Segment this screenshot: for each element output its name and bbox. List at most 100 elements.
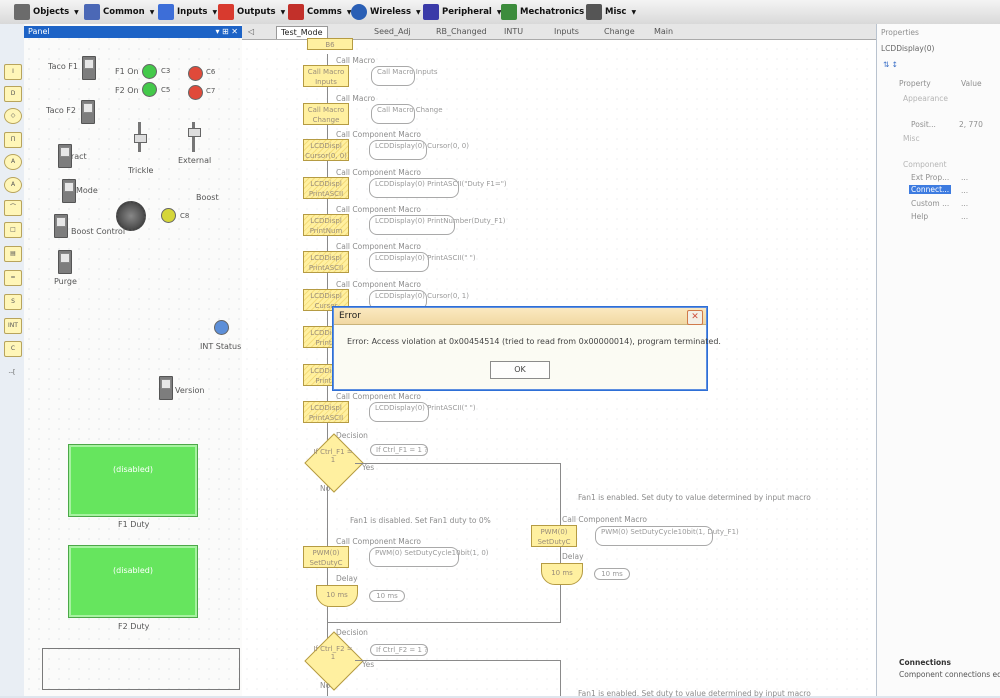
help-property[interactable]: Help — [911, 212, 929, 221]
f2-duty-label: F2 Duty — [118, 622, 150, 631]
mode-switch[interactable] — [62, 179, 76, 203]
lcd-print-block[interactable]: LCDDispl PrintASCII — [303, 401, 349, 423]
f1-duty-display: (disabled) — [68, 444, 198, 517]
misc-group[interactable]: Misc — [903, 134, 920, 143]
purge-label: Purge — [54, 277, 77, 286]
inputs-menu[interactable]: Inputs▼ — [158, 3, 217, 21]
appearance-group[interactable]: Appearance — [903, 94, 949, 103]
condition-f2-note: If Ctrl_F2 = 1 ? — [370, 644, 428, 656]
misc-menu[interactable]: Misc▼ — [586, 3, 636, 21]
panel-close-icon[interactable]: ▾ ⊞ ✕ — [215, 27, 238, 36]
caption-call-component-macro: Call Component Macro — [336, 242, 422, 251]
help-value[interactable]: ... — [961, 212, 969, 221]
peripheral-menu[interactable]: Peripheral▼ — [423, 3, 501, 21]
delay-left-block[interactable]: 10 ms — [316, 585, 358, 607]
caption-yes: Yes — [362, 463, 375, 472]
comms-icon — [288, 4, 304, 20]
mechatronics-menu[interactable]: Mechatronics▼ — [501, 3, 594, 21]
purge-switch[interactable] — [58, 250, 72, 274]
connections-value[interactable]: ... — [961, 186, 969, 195]
version-switch[interactable] — [159, 376, 173, 400]
tab-rb-changed[interactable]: RB_Changed — [436, 27, 487, 36]
input-block-icon[interactable]: I — [4, 64, 22, 80]
external-label: External — [178, 156, 212, 165]
error-dialog: Error ✕ Error: Access violation at 0x004… — [333, 307, 721, 390]
extract-switch[interactable] — [58, 144, 72, 168]
lcd-print-number-block[interactable]: LCDDispl PrintNum — [303, 214, 349, 236]
common-menu[interactable]: Common▼ — [84, 3, 154, 21]
tab-main[interactable]: Main — [654, 27, 674, 36]
lcd-cursor-block[interactable]: LCDDispl Cursor(0, 0) — [303, 139, 349, 161]
wireless-icon — [351, 4, 367, 20]
decision-block-icon[interactable]: ◇ — [4, 108, 22, 124]
trickle-slider[interactable] — [134, 122, 147, 152]
caption-call-component-macro: Call Component Macro — [336, 392, 422, 401]
tab-test-mode[interactable]: Test_Mode — [276, 26, 328, 39]
code-block-icon[interactable]: C — [4, 341, 22, 357]
pwm-right-block[interactable]: PWM(0) SetDutyC — [531, 525, 577, 547]
boost-control-switch[interactable] — [54, 214, 68, 238]
f2-duty-display: (disabled) — [68, 545, 198, 618]
taco-f2-switch[interactable] — [81, 100, 95, 124]
c7-led — [188, 85, 203, 100]
tab-intu[interactable]: INTU — [504, 27, 524, 36]
f1-on-label: F1 On — [115, 67, 139, 76]
taco-f1-switch[interactable] — [82, 56, 96, 80]
objects-icon — [14, 4, 30, 20]
calculation-block-icon[interactable]: □ — [4, 222, 22, 238]
close-icon[interactable]: ✕ — [687, 310, 703, 325]
switch-block-icon[interactable]: ▤ — [4, 246, 22, 262]
call-macro-change-block[interactable]: Call Macro Change — [303, 103, 349, 125]
print-duty-note: LCDDisplay(0) PrintASCII("Duty F1=") — [369, 178, 507, 198]
version-label: Version — [175, 386, 205, 395]
lcd-cursor-block[interactable]: LCDDispl Cursor — [303, 289, 349, 311]
delay-block-icon[interactable]: ⌒ — [4, 200, 22, 216]
string-block-icon[interactable]: = — [4, 270, 22, 286]
panel-bottom-frame — [42, 648, 240, 690]
caption-decision: Decision — [336, 628, 368, 637]
wireless-menu[interactable]: Wireless▼ — [351, 3, 421, 21]
position-property[interactable]: Posit... — [911, 120, 936, 129]
ok-button[interactable]: OK — [490, 361, 550, 379]
tab-scroll-left[interactable]: ◁ — [248, 27, 255, 36]
component-group[interactable]: Component — [903, 160, 947, 169]
comment-block-icon[interactable]: --[ — [8, 369, 16, 376]
ext-props-value[interactable]: ... — [961, 173, 969, 182]
lcd-print-block[interactable]: LCDDispl PrintASCII — [303, 177, 349, 199]
b6-block[interactable]: B6 — [307, 38, 353, 50]
decision-f1-text: If Ctrl_F1 = 1 — [313, 448, 353, 464]
call-macro-inputs-block[interactable]: Call Macro Inputs — [303, 65, 349, 87]
connections-property[interactable]: Connect... — [909, 185, 952, 194]
error-dialog-title: Error — [334, 308, 706, 325]
tab-change[interactable]: Change — [604, 27, 635, 36]
decision-f2-diamond[interactable] — [304, 631, 364, 691]
objects-menu[interactable]: Objects▼ — [14, 3, 79, 21]
output-block-icon[interactable]: D — [4, 86, 22, 102]
c-code-block-icon[interactable]: S — [4, 294, 22, 310]
ext-props-property[interactable]: Ext Prop... — [911, 173, 950, 182]
outputs-menu[interactable]: Outputs▼ — [218, 3, 285, 21]
sort-icon[interactable]: ⇅ ↕ — [883, 60, 898, 69]
call-block-icon[interactable]: A — [4, 154, 22, 170]
f2-on-label: F2 On — [115, 86, 139, 95]
tab-inputs[interactable]: Inputs — [554, 27, 579, 36]
tab-seed-adj[interactable]: Seed_Adj — [374, 27, 411, 36]
caption-call-macro: Call Macro — [336, 94, 376, 103]
interrupt-block-icon[interactable]: INT — [4, 318, 22, 334]
outputs-icon — [218, 4, 234, 20]
custom-property[interactable]: Custom ... — [911, 199, 950, 208]
position-value[interactable]: 2, 770 — [959, 120, 983, 129]
loop-block-icon[interactable]: Π — [4, 132, 22, 148]
connection-block-icon[interactable]: A — [4, 177, 22, 193]
external-slider[interactable] — [188, 122, 201, 152]
connections-help-text: Component connections ed — [899, 670, 1000, 679]
comms-menu[interactable]: Comms▼ — [288, 3, 351, 21]
panel-title: Panel▾ ⊞ ✕ — [24, 26, 242, 38]
custom-value[interactable]: ... — [961, 199, 969, 208]
boost-knob[interactable] — [116, 201, 146, 231]
delay-right-block[interactable]: 10 ms — [541, 563, 583, 585]
caption-no: No — [320, 484, 331, 493]
pwm-left-block[interactable]: PWM(0) SetDutyC — [303, 546, 349, 568]
caption-decision: Decision — [336, 431, 368, 440]
lcd-print-block[interactable]: LCDDispl PrintASCII — [303, 251, 349, 273]
